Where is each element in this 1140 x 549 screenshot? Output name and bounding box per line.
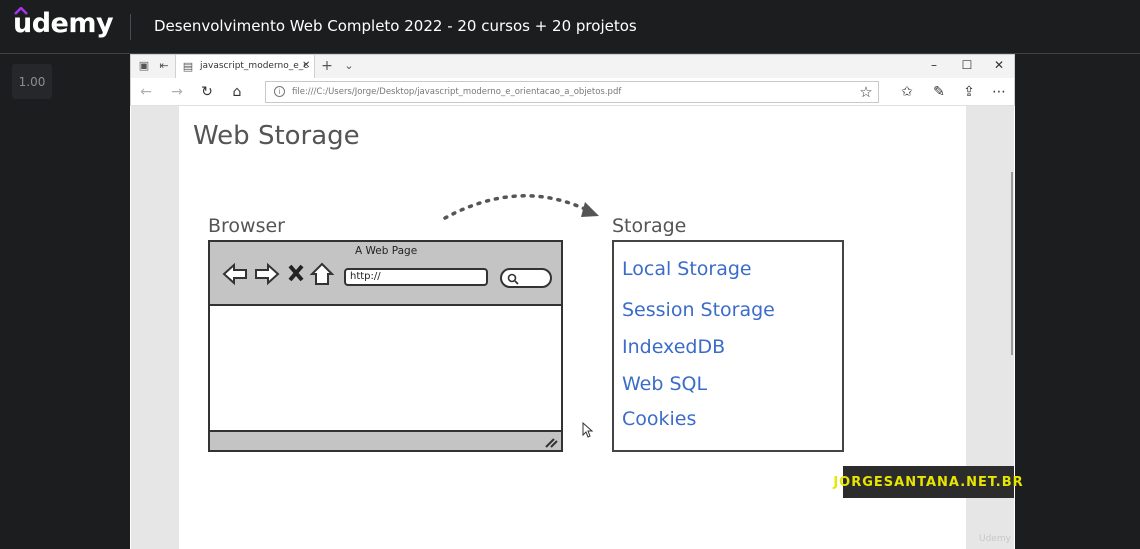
minimize-icon[interactable]: –	[931, 58, 937, 72]
pdf-file-icon: ▤	[182, 60, 194, 73]
home-icon[interactable]: ⌂	[232, 84, 242, 100]
tab-title: javascript_moderno_e_c	[200, 61, 309, 71]
wireframe-search-field	[500, 268, 552, 288]
new-tab-icon[interactable]: +	[321, 58, 333, 74]
wireframe-toolbar: A Web Page http://	[210, 242, 561, 306]
set-tabs-aside-icon[interactable]: ⇤	[159, 59, 169, 72]
resize-grip-icon	[545, 438, 558, 448]
storage-label: Storage	[612, 215, 687, 237]
search-icon	[507, 273, 519, 285]
browser-label: Browser	[208, 215, 285, 237]
favorite-star-icon[interactable]: ☆	[859, 83, 873, 101]
storage-item-session-storage: Session Storage	[622, 299, 775, 321]
wireframe-url-field: http://	[344, 268, 488, 286]
udemy-logo[interactable]: udemy	[13, 8, 114, 39]
header-divider	[130, 14, 131, 40]
tab-preview-icon[interactable]: ▣	[138, 59, 150, 72]
mouse-cursor-icon	[582, 422, 594, 438]
info-icon[interactable]: i	[274, 86, 285, 97]
address-text[interactable]: file:///C:/Users/Jorge/Desktop/javascrip…	[292, 87, 622, 97]
close-icon[interactable]: ✕	[302, 60, 311, 71]
favorites-icon[interactable]: ✩	[901, 84, 913, 100]
slide-title: Web Storage	[193, 121, 360, 151]
pdf-page: Web Storage Browser Storage A Web Page	[179, 106, 966, 549]
browser-nav-bar: ← → ↻ ⌂ i file:///C:/Users/Jorge/Desktop…	[130, 78, 1015, 106]
wireframe-page-title: A Web Page	[355, 245, 418, 257]
udemy-hat-icon	[14, 7, 28, 15]
wireframe-status-bar	[210, 430, 561, 450]
course-title[interactable]: Desenvolvimento Web Completo 2022 - 20 c…	[154, 17, 637, 35]
maximize-icon[interactable]: ☐	[961, 58, 973, 72]
playback-speed-button[interactable]: 1.00	[12, 64, 52, 99]
storage-item-indexeddb: IndexedDB	[622, 336, 726, 358]
pen-icon[interactable]: ✎	[933, 84, 945, 100]
share-icon[interactable]: ⇪	[963, 84, 975, 100]
window-close-icon[interactable]: ✕	[993, 58, 1005, 72]
browser-tab[interactable]: ▤ javascript_moderno_e_c ✕	[175, 55, 315, 79]
forward-icon[interactable]: →	[171, 84, 183, 100]
refresh-icon[interactable]: ↻	[201, 84, 213, 100]
storage-item-cookies: Cookies	[622, 408, 697, 430]
scrollbar[interactable]	[1011, 172, 1013, 355]
address-bar[interactable]: i file:///C:/Users/Jorge/Desktop/javascr…	[265, 81, 879, 103]
chevron-down-icon[interactable]: ⌄	[344, 59, 354, 72]
back-icon[interactable]: ←	[140, 84, 152, 100]
dotted-arrow	[443, 194, 599, 220]
top-bar: udemy Desenvolvimento Web Completo 2022 …	[0, 0, 1140, 54]
browser-tab-strip: ▣ ⇤ ▤ javascript_moderno_e_c ✕ + ⌄ – ☐ ✕	[130, 54, 1015, 79]
wireframe-nav-icons	[222, 262, 335, 286]
storage-box: Local Storage Session Storage IndexedDB …	[612, 240, 844, 452]
storage-item-web-sql: Web SQL	[622, 373, 708, 395]
more-icon[interactable]: ⋯	[992, 84, 1006, 100]
storage-item-local-storage: Local Storage	[622, 258, 752, 280]
udemy-watermark: Udemy	[979, 534, 1011, 544]
browser-wireframe: A Web Page http://	[208, 240, 563, 452]
watermark-banner: JORGESANTANA.NET.BR	[833, 466, 1023, 498]
